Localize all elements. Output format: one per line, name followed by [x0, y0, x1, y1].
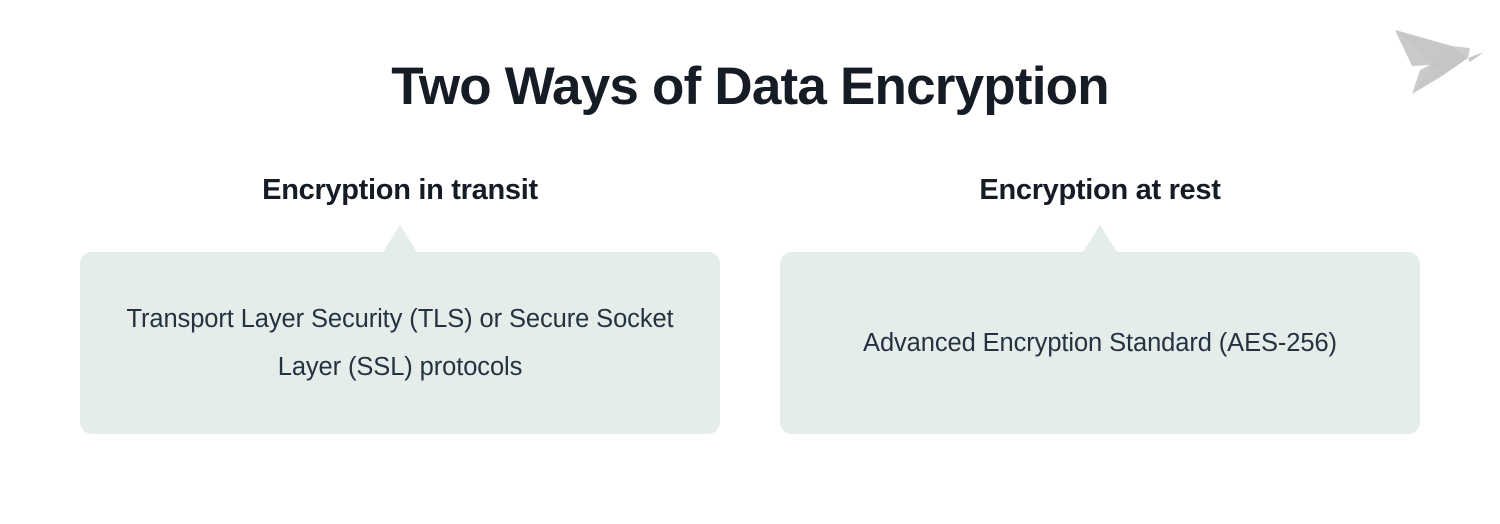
column-encryption-in-transit: Encryption in transit Transport Layer Se… — [80, 172, 720, 434]
callout-pointer-icon — [383, 225, 417, 252]
encryption-columns: Encryption in transit Transport Layer Se… — [0, 172, 1500, 434]
callout-pointer-icon — [1083, 225, 1117, 252]
page-title: Two Ways of Data Encryption — [391, 57, 1109, 116]
callout-text-at-rest: Advanced Encryption Standard (AES-256) — [863, 329, 1337, 357]
callout-card-in-transit: Transport Layer Security (TLS) or Secure… — [80, 252, 720, 434]
callout-text-in-transit: Transport Layer Security (TLS) or Secure… — [126, 305, 674, 381]
origami-bird-logo — [1390, 18, 1486, 98]
callout-in-transit: Transport Layer Security (TLS) or Secure… — [80, 225, 720, 434]
callout-at-rest: Advanced Encryption Standard (AES-256) — [780, 225, 1420, 434]
column-heading-in-transit: Encryption in transit — [262, 174, 538, 206]
callout-card-at-rest: Advanced Encryption Standard (AES-256) — [780, 252, 1420, 434]
column-encryption-at-rest: Encryption at rest Advanced Encryption S… — [780, 172, 1420, 434]
column-heading-at-rest: Encryption at rest — [979, 174, 1221, 206]
